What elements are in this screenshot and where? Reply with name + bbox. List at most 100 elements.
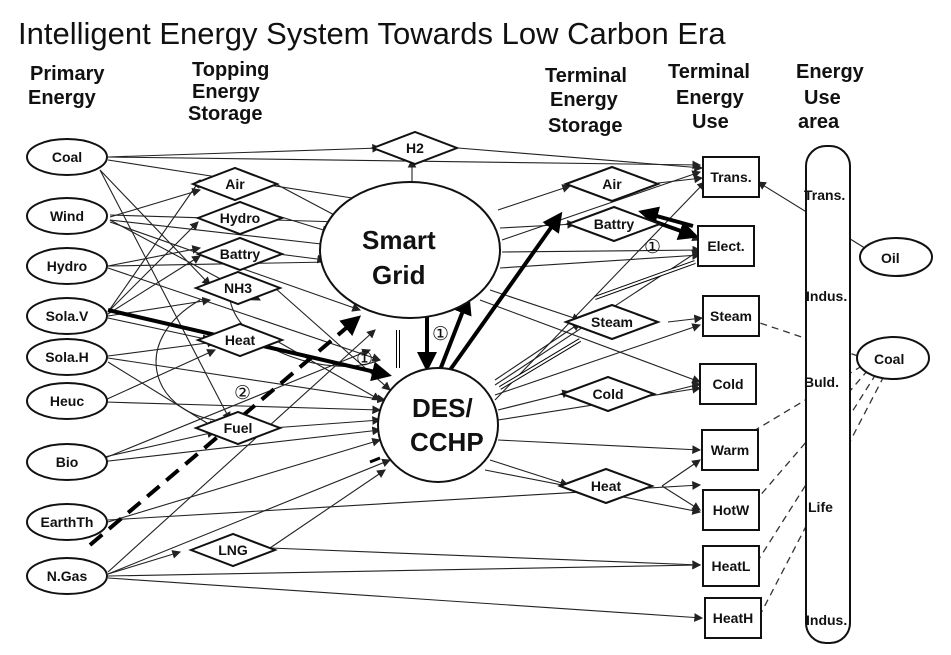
svg-text:Smart: Smart <box>362 225 436 255</box>
marker-1-solav: ① <box>356 349 373 370</box>
header-primary-energy: Primary Energy <box>28 63 105 109</box>
use-area-column: Trans. Indus. Buld. Life Indus. <box>804 145 851 644</box>
svg-text:Energy: Energy <box>28 87 97 109</box>
svg-text:Wind: Wind <box>50 208 84 224</box>
svg-text:Hydro: Hydro <box>47 258 87 274</box>
svg-text:HotW: HotW <box>713 502 750 518</box>
svg-text:Storage: Storage <box>548 115 622 137</box>
svg-text:Elect.: Elect. <box>707 238 744 254</box>
svg-text:Energy: Energy <box>192 81 261 103</box>
svg-text:NH3: NH3 <box>224 280 252 296</box>
terminal-storage-steam: Steam <box>563 303 661 341</box>
svg-text:Energy: Energy <box>796 61 865 83</box>
use-area-life: Life <box>808 499 833 515</box>
topping-node-nh3: NH3 <box>193 270 283 306</box>
primary-node-n-gas: N.Gas <box>26 557 108 595</box>
svg-text:Use: Use <box>692 111 729 133</box>
svg-text:Topping: Topping <box>192 59 269 81</box>
des-cchp-node: DES/ CCHP <box>377 367 499 483</box>
terminal-storage-heat: Heat <box>557 467 655 505</box>
svg-text:HeatL: HeatL <box>712 558 751 574</box>
terminal-use-steam: Steam <box>702 295 760 337</box>
terminal-use-cold: Cold <box>699 363 757 405</box>
use-area-indus-1: Indus. <box>806 288 847 304</box>
svg-text:Storage: Storage <box>188 103 262 125</box>
svg-text:Trans.: Trans. <box>710 169 751 185</box>
use-area-indus-2: Indus. <box>806 612 847 628</box>
svg-text:Sola.V: Sola.V <box>46 308 89 324</box>
svg-text:Use: Use <box>804 87 841 109</box>
topping-node-air: Air <box>190 166 280 202</box>
svg-text:Terminal: Terminal <box>668 61 750 83</box>
svg-text:Primary: Primary <box>30 63 105 85</box>
header-use-area: Energy Use area <box>796 61 865 133</box>
svg-text:Cold: Cold <box>592 386 623 402</box>
svg-text:Energy: Energy <box>676 87 745 109</box>
primary-node-sola-h: Sola.H <box>26 338 108 376</box>
svg-text:HeatH: HeatH <box>713 610 753 626</box>
marker-1-des: ① <box>432 324 449 345</box>
svg-text:Hydro: Hydro <box>220 210 260 226</box>
terminal-storage-battry: Battry <box>565 205 663 243</box>
header-terminal-use: Terminal Energy Use <box>668 61 750 133</box>
svg-text:Air: Air <box>225 176 245 192</box>
topping-node-hydro: Hydro <box>195 200 285 236</box>
primary-node-sola-v: Sola.V <box>26 297 108 335</box>
primary-node-bio: Bio <box>26 443 108 481</box>
oil-node: Oil <box>859 237 933 277</box>
terminal-use-warm: Warm <box>701 429 759 471</box>
svg-text:Battry: Battry <box>594 216 635 232</box>
svg-text:Oil: Oil <box>881 250 900 266</box>
double-arrows <box>369 260 696 464</box>
svg-text:Terminal: Terminal <box>545 65 627 87</box>
terminal-use-heath: HeatH <box>704 597 762 639</box>
header-terminal-storage: Terminal Energy Storage <box>545 65 627 137</box>
svg-text:LNG: LNG <box>218 542 248 558</box>
primary-node-heuc: Heuc <box>26 382 108 420</box>
diagram-title: Intelligent Energy System Towards Low Ca… <box>18 16 726 51</box>
connection-lines <box>99 143 869 622</box>
svg-text:Coal: Coal <box>874 351 904 367</box>
marker-2-ngas: ② <box>234 383 251 404</box>
svg-text:area: area <box>798 111 840 133</box>
smart-grid-node: Smart Grid <box>319 181 501 319</box>
svg-text:Coal: Coal <box>52 149 82 165</box>
topping-node-h2: H2 <box>370 130 460 166</box>
header-topping-storage: Topping Energy Storage <box>188 59 269 125</box>
topping-node-heat: Heat <box>195 322 285 358</box>
topping-node-fuel: Fuel <box>193 410 283 446</box>
svg-text:CCHP: CCHP <box>410 427 484 457</box>
primary-node-earthth: EarthTh <box>26 503 108 541</box>
terminal-storage-cold: Cold <box>559 375 657 413</box>
svg-text:Fuel: Fuel <box>224 420 253 436</box>
primary-node-wind: Wind <box>26 197 108 235</box>
svg-text:Grid: Grid <box>372 260 425 290</box>
svg-text:Heuc: Heuc <box>50 393 84 409</box>
svg-text:Air: Air <box>602 176 622 192</box>
terminal-use-trans: Trans. <box>702 156 760 198</box>
svg-text:Battry: Battry <box>220 246 261 262</box>
svg-text:DES/: DES/ <box>412 393 473 423</box>
svg-text:Heat: Heat <box>591 478 622 494</box>
svg-text:Sola.H: Sola.H <box>45 349 89 365</box>
svg-text:Steam: Steam <box>710 308 752 324</box>
use-area-trans: Trans. <box>804 187 845 203</box>
svg-text:Cold: Cold <box>712 376 743 392</box>
svg-text:Warm: Warm <box>711 442 749 458</box>
topping-node-lng: LNG <box>188 532 278 568</box>
marker-1-elect: ① <box>644 237 661 258</box>
topping-node-battry: Battry <box>195 236 285 272</box>
svg-text:Steam: Steam <box>591 314 633 330</box>
terminal-use-elect: Elect. <box>697 225 755 267</box>
use-area-buld: Buld. <box>804 374 839 390</box>
svg-text:Bio: Bio <box>56 454 79 470</box>
svg-text:Energy: Energy <box>550 89 619 111</box>
terminal-use-hotw: HotW <box>702 489 760 531</box>
svg-text:Heat: Heat <box>225 332 256 348</box>
primary-node-coal: Coal <box>26 138 108 176</box>
primary-node-hydro: Hydro <box>26 247 108 285</box>
svg-text:H2: H2 <box>406 140 424 156</box>
svg-text:EarthTh: EarthTh <box>41 514 94 530</box>
terminal-use-heatl: HeatL <box>702 545 760 587</box>
